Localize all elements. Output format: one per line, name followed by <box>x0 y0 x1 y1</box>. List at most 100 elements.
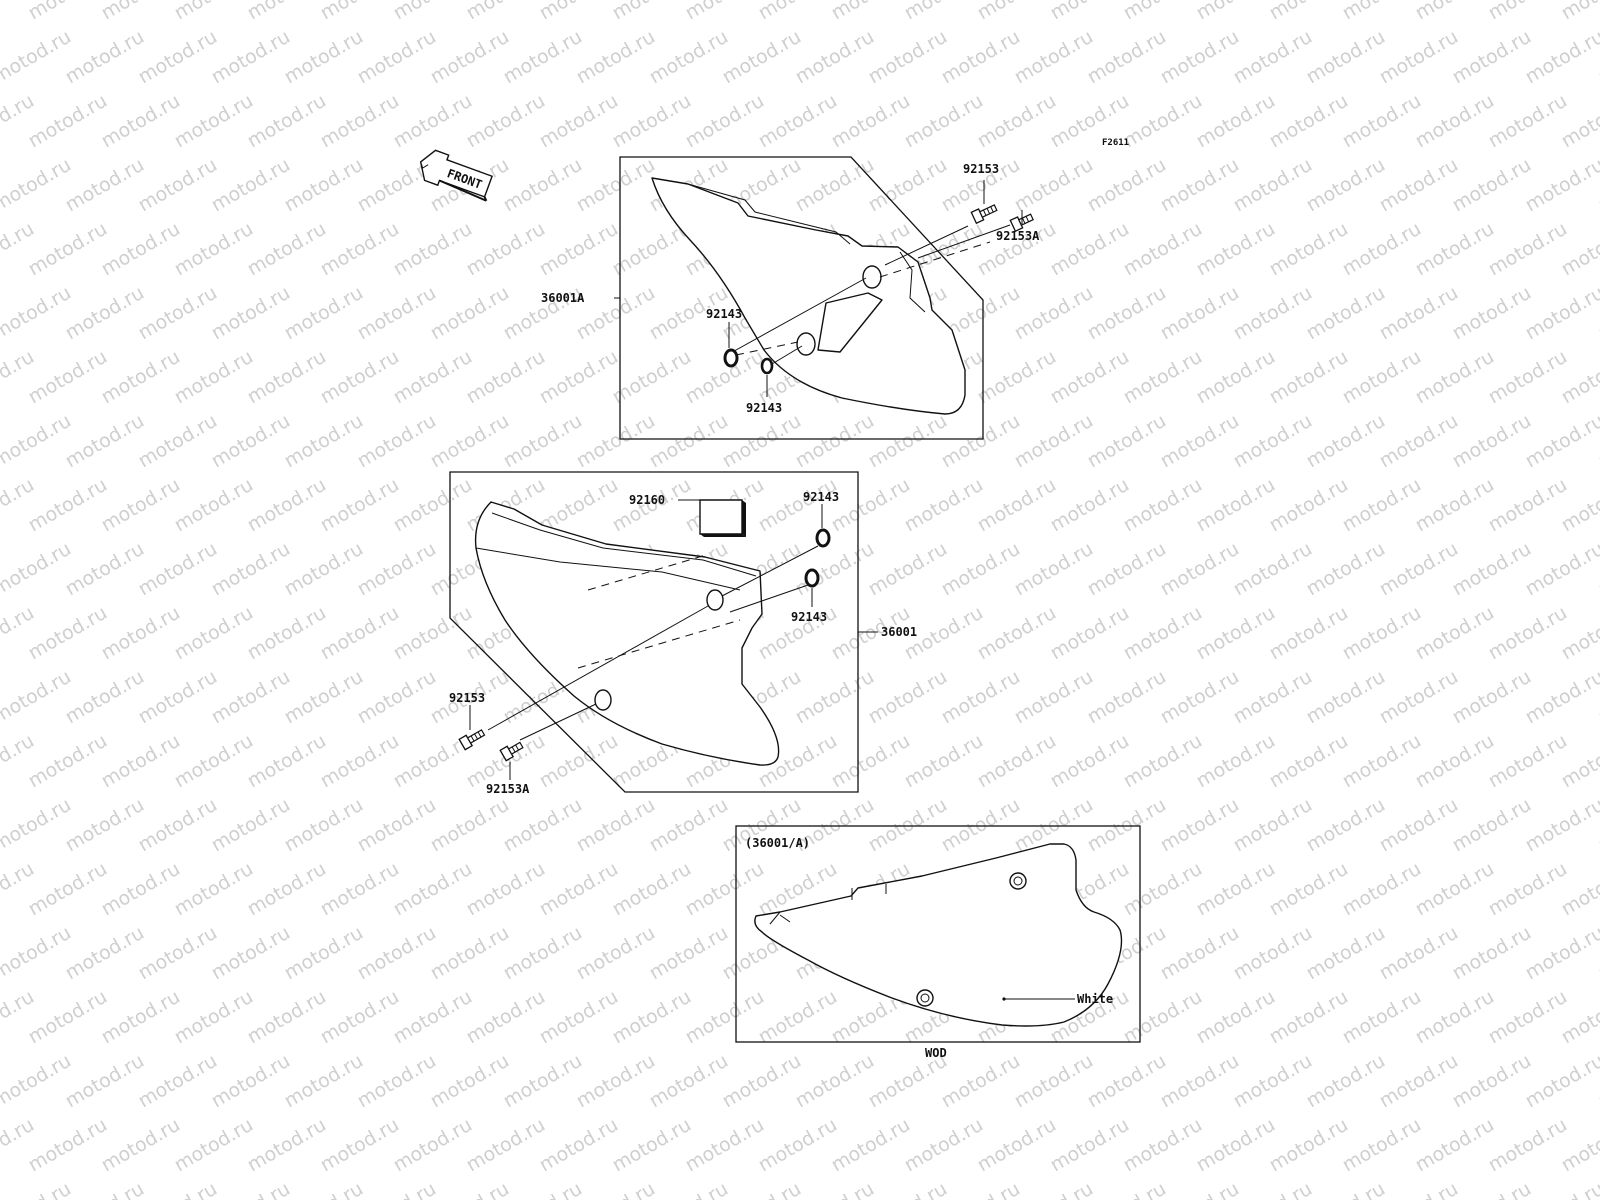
watermark-text: motod.ru <box>1376 666 1462 729</box>
watermark-text: motod.ru <box>0 410 75 473</box>
watermark-text: motod.ru <box>244 986 330 1049</box>
watermark-text: motod.ru <box>719 410 805 473</box>
lower-group: 92160 92143 92143 36001 92153 92153A <box>449 471 917 796</box>
watermark-text: motod.ru <box>1230 922 1316 985</box>
watermark-text: motod.ru <box>865 666 951 729</box>
watermark-text: motod.ru <box>536 346 622 409</box>
watermark-text: motod.ru <box>1412 730 1498 793</box>
watermark-text: motod.ru <box>1230 666 1316 729</box>
watermark-text: motod.ru <box>792 1050 878 1113</box>
watermark-text: motod.ru <box>135 410 221 473</box>
watermark-text: motod.ru <box>536 0 622 24</box>
watermark-text: motod.ru <box>98 986 184 1049</box>
figure-code: F2611 <box>1102 138 1129 148</box>
watermark-text: motod.ru <box>1449 666 1535 729</box>
watermark-text: motod.ru <box>354 26 440 89</box>
watermark-text: motod.ru <box>135 282 221 345</box>
watermark-text: motod.ru <box>62 1050 148 1113</box>
watermark-text: motod.ru <box>865 26 951 89</box>
watermark-text: motod.ru <box>755 1114 841 1177</box>
watermark-text: motod.ru <box>901 0 987 24</box>
watermark-text: motod.ru <box>828 474 914 537</box>
watermark-text: motod.ru <box>682 986 768 1049</box>
watermark-text: motod.ru <box>171 858 257 921</box>
watermark-text: motod.ru <box>317 346 403 409</box>
watermark-text: motod.ru <box>1266 602 1352 665</box>
watermark-text: motod.ru <box>1011 154 1097 217</box>
watermark-text: motod.ru <box>354 1050 440 1113</box>
watermark-text: motod.ru <box>390 346 476 409</box>
watermark-text: motod.ru <box>1157 154 1243 217</box>
watermark-text: motod.ru <box>1339 90 1425 153</box>
watermark-text: motod.ru <box>1485 474 1571 537</box>
watermark-text: motod.ru <box>244 1114 330 1177</box>
watermark-text: motod.ru <box>792 154 878 217</box>
watermark-text: motod.ru <box>1230 410 1316 473</box>
watermark-text: motod.ru <box>938 666 1024 729</box>
watermark-text: motod.ru <box>609 986 695 1049</box>
watermark-text: motod.ru <box>974 90 1060 153</box>
watermark-text: motod.ru <box>1084 410 1170 473</box>
watermark-text: motod.ru <box>208 1050 294 1113</box>
watermark-text: motod.ru <box>1412 218 1498 281</box>
watermark-text: motod.ru <box>317 0 403 24</box>
lower-bolt-92153-icon <box>458 729 486 751</box>
watermark-text: motod.ru <box>135 666 221 729</box>
watermark-text: motod.ru <box>1157 410 1243 473</box>
watermark-text: motod.ru <box>1412 346 1498 409</box>
watermark-text: motod.ru <box>98 858 184 921</box>
watermark-text: motod.ru <box>1084 538 1170 601</box>
watermark-text: motod.ru <box>1376 26 1462 89</box>
watermark-text: motod.ru <box>171 730 257 793</box>
watermark-text: motod.ru <box>281 154 367 217</box>
upper-mount-boss-1 <box>862 265 882 289</box>
upper-mount-boss-2 <box>796 332 816 356</box>
watermark-text: motod.ru <box>390 986 476 1049</box>
watermark-text: motod.ru <box>0 1178 2 1200</box>
watermark-text: motod.ru <box>427 282 513 345</box>
watermark-text: motod.ru <box>974 0 1060 24</box>
watermark-text: motod.ru <box>1412 986 1498 1049</box>
watermark-text: motod.ru <box>1303 410 1389 473</box>
watermark-text: motod.ru <box>135 154 221 217</box>
watermark-text: motod.ru <box>1339 0 1425 24</box>
watermark-text: motod.ru <box>1011 538 1097 601</box>
watermark-text: motod.ru <box>1522 538 1600 601</box>
watermark-text: motod.ru <box>573 410 659 473</box>
label-lower-92143-1: 92143 <box>803 490 839 504</box>
watermark-text: motod.ru <box>1303 922 1389 985</box>
watermark-text: motod.ru <box>1230 538 1316 601</box>
watermark-text: motod.ru <box>281 26 367 89</box>
watermark-text: motod.ru <box>317 986 403 1049</box>
watermark-text: motod.ru <box>1011 282 1097 345</box>
watermark-text: motod.ru <box>1376 154 1462 217</box>
watermark-text: motod.ru <box>1120 986 1206 1049</box>
watermark-text: motod.ru <box>1011 1050 1097 1113</box>
watermark-text: motod.ru <box>500 1050 586 1113</box>
watermark-text: motod.ru <box>1193 602 1279 665</box>
watermark-text: motod.ru <box>1449 794 1535 857</box>
watermark-text: motod.ru <box>98 0 184 24</box>
watermark-text: motod.ru <box>62 794 148 857</box>
lower-mount-hole-2 <box>594 689 612 711</box>
watermark-text: motod.ru <box>390 218 476 281</box>
watermark-text: motod.ru <box>317 90 403 153</box>
watermark-text: motod.ru <box>974 602 1060 665</box>
watermark-text: motod.ru <box>244 474 330 537</box>
watermark-text: motod.ru <box>427 922 513 985</box>
watermark-text: motod.ru <box>1266 346 1352 409</box>
watermark-text: motod.ru <box>171 90 257 153</box>
watermark-text: motod.ru <box>354 666 440 729</box>
watermark-text: motod.ru <box>609 858 695 921</box>
watermark-text: motod.ru <box>828 90 914 153</box>
watermark-text: motod.ru <box>98 602 184 665</box>
watermark-text: motod.ru <box>1558 0 1600 24</box>
watermark-text: motod.ru <box>974 730 1060 793</box>
watermark-text: motod.ru <box>828 0 914 24</box>
watermark-text: motod.ru <box>281 666 367 729</box>
watermark-text: motod.ru <box>1011 26 1097 89</box>
watermark-text: motod.ru <box>317 474 403 537</box>
watermark-text: motod.ru <box>1047 1114 1133 1177</box>
watermark-text: motod.ru <box>208 410 294 473</box>
watermark-text: motod.ru <box>0 794 75 857</box>
